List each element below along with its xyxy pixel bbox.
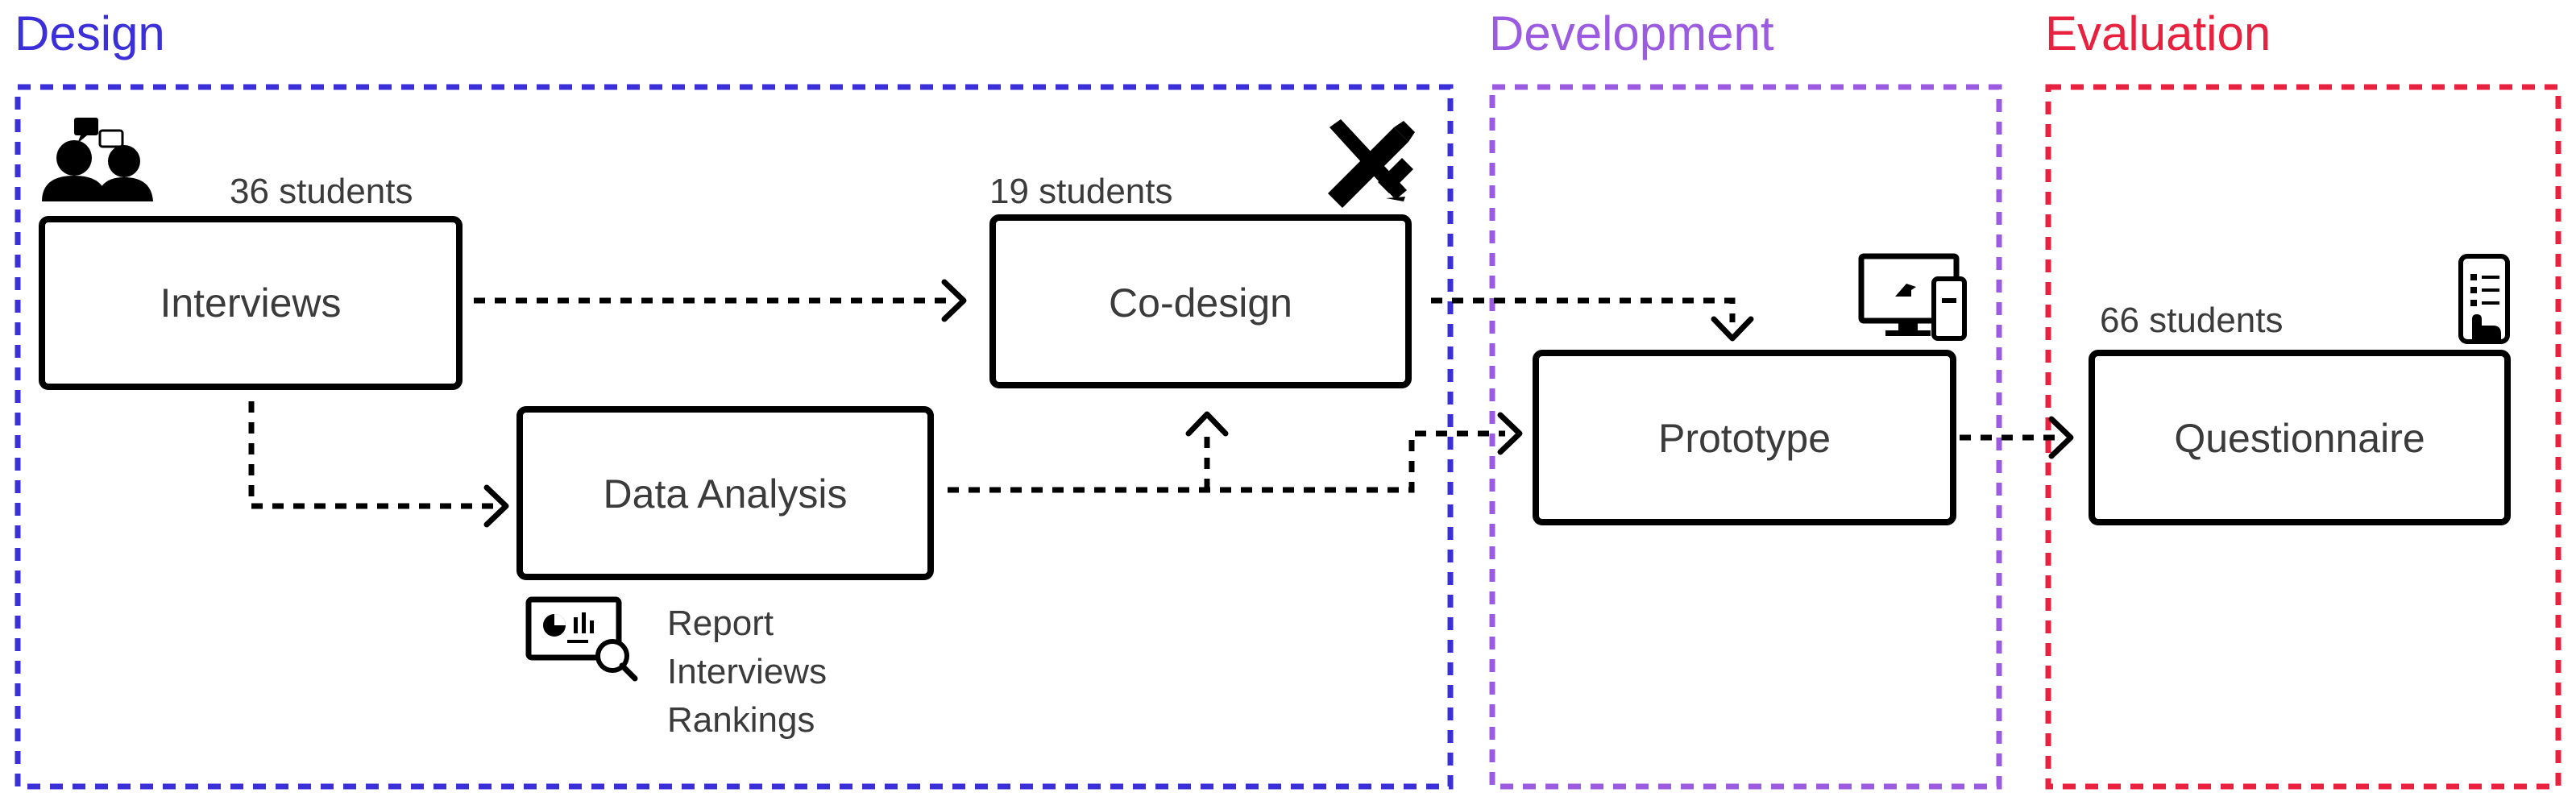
evaluation-phase-title: Evaluation: [2045, 6, 2271, 60]
questionnaire-label: Questionnaire: [2174, 416, 2425, 461]
design-phase-title: Design: [15, 6, 165, 60]
arrowhead-codesign: [941, 279, 967, 322]
codesign-count: 19 students: [989, 172, 1173, 211]
connector-data-analysis-prototype: [948, 430, 1505, 493]
prototype-box: [1533, 350, 1956, 525]
design-phase-frame: [15, 84, 1454, 790]
interview-people-icon: [42, 118, 153, 201]
arrowhead-prototype-left: [1497, 412, 1523, 455]
output-rankings: Rankings: [667, 700, 815, 740]
connectors: [248, 279, 2074, 528]
arrowhead-prototype-top: [1711, 316, 1754, 342]
connector-interviews-data-analysis: [248, 401, 493, 509]
data-analysis-label: Data Analysis: [604, 471, 848, 517]
report-analysis-icon: [525, 596, 638, 682]
output-interviews: Interviews: [667, 652, 827, 691]
connector-codesign-prototype: [1431, 297, 1736, 322]
pencil-ruler-icon: [1328, 119, 1415, 208]
desktop-mobile-icon: [1858, 253, 1967, 341]
interviews-box: [39, 216, 463, 390]
arrowhead-questionnaire: [2048, 416, 2074, 459]
questionnaire-box: [2089, 350, 2511, 525]
output-report: Report: [667, 604, 774, 643]
interviews-count: 36 students: [230, 172, 413, 211]
prototype-label: Prototype: [1658, 416, 1831, 461]
mobile-checklist-icon: [2458, 254, 2510, 344]
evaluation-phase-frame: [2045, 84, 2561, 790]
development-phase-frame: [1489, 84, 2002, 790]
codesign-label: Co-design: [1109, 280, 1292, 326]
data-analysis-box: [516, 406, 934, 580]
codesign-box: [989, 214, 1412, 388]
arrowhead-codesign-up: [1185, 411, 1229, 437]
interviews-label: Interviews: [160, 280, 341, 326]
questionnaire-count: 66 students: [2100, 301, 2284, 340]
development-phase-title: Development: [1489, 6, 1774, 60]
data-analysis-outputs: Report Interviews Rankings: [667, 604, 827, 740]
arrowhead-data-analysis: [483, 484, 509, 528]
